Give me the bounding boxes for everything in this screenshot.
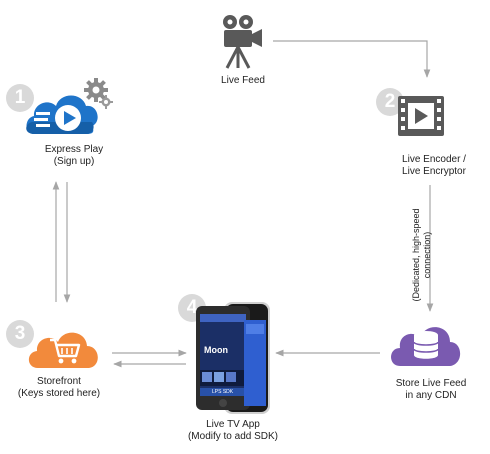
live-tv-app-label-1: Live TV App	[206, 419, 260, 430]
storefront-label-2: (Keys stored here)	[17, 388, 101, 399]
app-screen-badge: LPS SDK	[212, 389, 234, 395]
cdn-node: Store Live Feed in any CDN	[378, 316, 484, 408]
live-tv-app-label-2: (Modify to add SDK)	[187, 431, 279, 442]
phone-app-icon	[196, 302, 270, 414]
app-screen-title: Moon	[204, 345, 228, 355]
storefront-node: 3 Storefront (Keys stored here)	[4, 316, 116, 406]
cloud-database-icon	[391, 327, 461, 366]
edge-label-line-2: connection)	[422, 231, 432, 279]
film-play-icon	[398, 96, 444, 136]
live-tv-app-node: 4 Moon LPS SDK Live TV App (Modify to ad…	[168, 290, 298, 446]
step-badge-3: 3	[6, 320, 34, 348]
step-badge-1: 1	[6, 84, 34, 112]
live-feed-node: Live Feed	[200, 10, 286, 90]
video-camera-icon	[223, 15, 262, 69]
live-encoder-label-1: Live Encoder /	[402, 154, 466, 165]
express-play-node: 1 Express Play (Sign up)	[6, 76, 116, 172]
cloud-play-gear-icon	[26, 78, 113, 134]
cloud-cart-icon	[28, 332, 98, 368]
live-encoder-node: 2 Live Encoder / Live Encryptor	[374, 84, 486, 180]
express-play-label-2: (Sign up)	[53, 156, 95, 167]
storefront-label-1: Storefront	[37, 376, 81, 387]
edge-label-dedicated-connection: (Dedicated, high-speed connection)	[411, 195, 437, 315]
cdn-label-2: in any CDN	[405, 390, 457, 401]
cdn-label-1: Store Live Feed	[395, 378, 467, 389]
edge-label-line-1: (Dedicated, high-speed	[411, 208, 421, 302]
express-play-label-1: Express Play	[44, 144, 104, 155]
live-encoder-label-2: Live Encryptor	[402, 166, 466, 177]
arrow-feed-to-encoder	[273, 40, 431, 78]
live-feed-label: Live Feed	[221, 75, 265, 86]
